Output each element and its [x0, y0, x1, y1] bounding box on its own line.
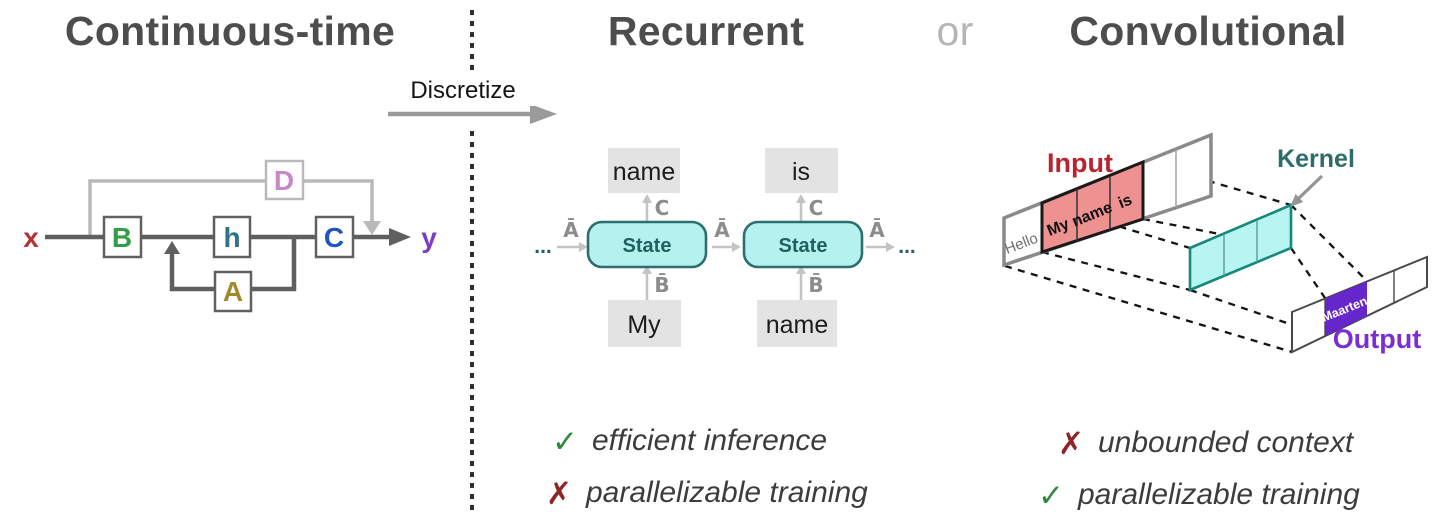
a-bar-label-middle: Ā: [714, 218, 730, 242]
title-convolutional: Convolutional: [1069, 8, 1347, 54]
recurrent-arrow-heads: [579, 194, 895, 274]
block-c-box: [314, 215, 355, 259]
token-box-input-2: [757, 300, 837, 347]
d-skip-arrow-head: [363, 221, 381, 235]
kernel-label: Kernel: [1277, 145, 1355, 173]
b-bar-label-1: B̄: [654, 273, 669, 297]
dotted-divider: [470, 10, 474, 513]
recurrent-eval-row-2: ✗ parallelizable training: [546, 476, 868, 510]
kernel-pointer-head: [1290, 194, 1304, 207]
output-strip-dividers: [1324, 270, 1395, 337]
title-continuous-time: Continuous-time: [64, 8, 396, 54]
c-label-1: C: [655, 196, 670, 220]
input-window: [1040, 159, 1145, 255]
recurrent-eval-row-1: ✓ efficient inference: [552, 424, 827, 458]
token-box-output-2: [765, 148, 838, 193]
feedback-arrow-head: [164, 241, 180, 254]
block-a-label: A: [223, 276, 243, 307]
a-feedback-path: [169, 237, 297, 292]
input-token-2: name: [766, 311, 829, 339]
a-bar-label-right: Ā: [869, 218, 885, 242]
state-label-1: State: [623, 235, 672, 257]
eval-text: parallelizable training: [585, 476, 868, 509]
convolutional-eval-row-2: ✓ parallelizable training: [1038, 478, 1360, 512]
continuous-time-diagram: D B h C A x y: [23, 159, 437, 313]
kernel-pointer-shaft: [1297, 174, 1324, 200]
state-box-2: [742, 220, 864, 269]
input-window-dividers: [1076, 176, 1111, 241]
eval-text: efficient inference: [591, 424, 828, 457]
output-token-1: name: [613, 158, 676, 186]
check-icon: ✓: [1038, 477, 1064, 513]
input-label: Input: [1047, 148, 1113, 178]
ellipsis-left: ...: [534, 235, 552, 258]
convolutional-diagram: Hello My name is Input Kernel Maarten Ou…: [1002, 132, 1428, 354]
output-token-2: is: [792, 158, 810, 186]
d-skip-path: [88, 179, 374, 237]
title-recurrent: Recurrent: [607, 8, 805, 54]
block-d-label: D: [274, 165, 294, 196]
token-boxes: [608, 148, 838, 347]
block-d-box: [264, 159, 305, 201]
token-box-output-1: [608, 148, 680, 193]
block-b-box: [102, 215, 143, 259]
block-b-label: B: [112, 222, 132, 253]
a-bar-label-left: Ā: [563, 218, 579, 242]
block-a-box: [213, 270, 253, 313]
recurrent-diagram: name is My name Ā Ā Ā: [534, 148, 916, 347]
kernel-window: [1188, 203, 1293, 292]
state-box-1: [586, 220, 708, 269]
b-bar-label-2: B̄: [808, 273, 823, 297]
eval-text: parallelizable training: [1077, 478, 1360, 511]
recurrent-arrows: [557, 202, 887, 300]
input-token-is: is: [1116, 191, 1135, 212]
state-label-2: State: [779, 235, 828, 257]
input-token-1: My: [627, 311, 661, 339]
output-label: Output: [1333, 324, 1421, 354]
output-arrow-head: [389, 228, 411, 246]
block-h-box: [212, 215, 252, 259]
output-cell: [1325, 281, 1367, 337]
discretize-label: Discretize: [383, 76, 543, 106]
output-y-label: y: [421, 222, 437, 253]
block-c-label: C: [324, 222, 344, 253]
check-icon: ✓: [552, 423, 578, 459]
c-label-2: C: [809, 196, 824, 220]
eval-text: unbounded context: [1097, 426, 1354, 459]
convolutional-eval-row-1: ✗ unbounded context: [1058, 426, 1353, 460]
token-box-input-1: [608, 300, 681, 347]
ellipsis-right: ...: [898, 235, 916, 258]
cross-icon: ✗: [1058, 425, 1084, 461]
block-h-label: h: [223, 222, 240, 253]
kernel-dividers: [1223, 220, 1258, 276]
title-or: or: [936, 8, 974, 54]
discretize-arrow-head: [530, 104, 557, 124]
cross-icon: ✗: [546, 475, 572, 511]
input-x-label: x: [23, 222, 39, 253]
